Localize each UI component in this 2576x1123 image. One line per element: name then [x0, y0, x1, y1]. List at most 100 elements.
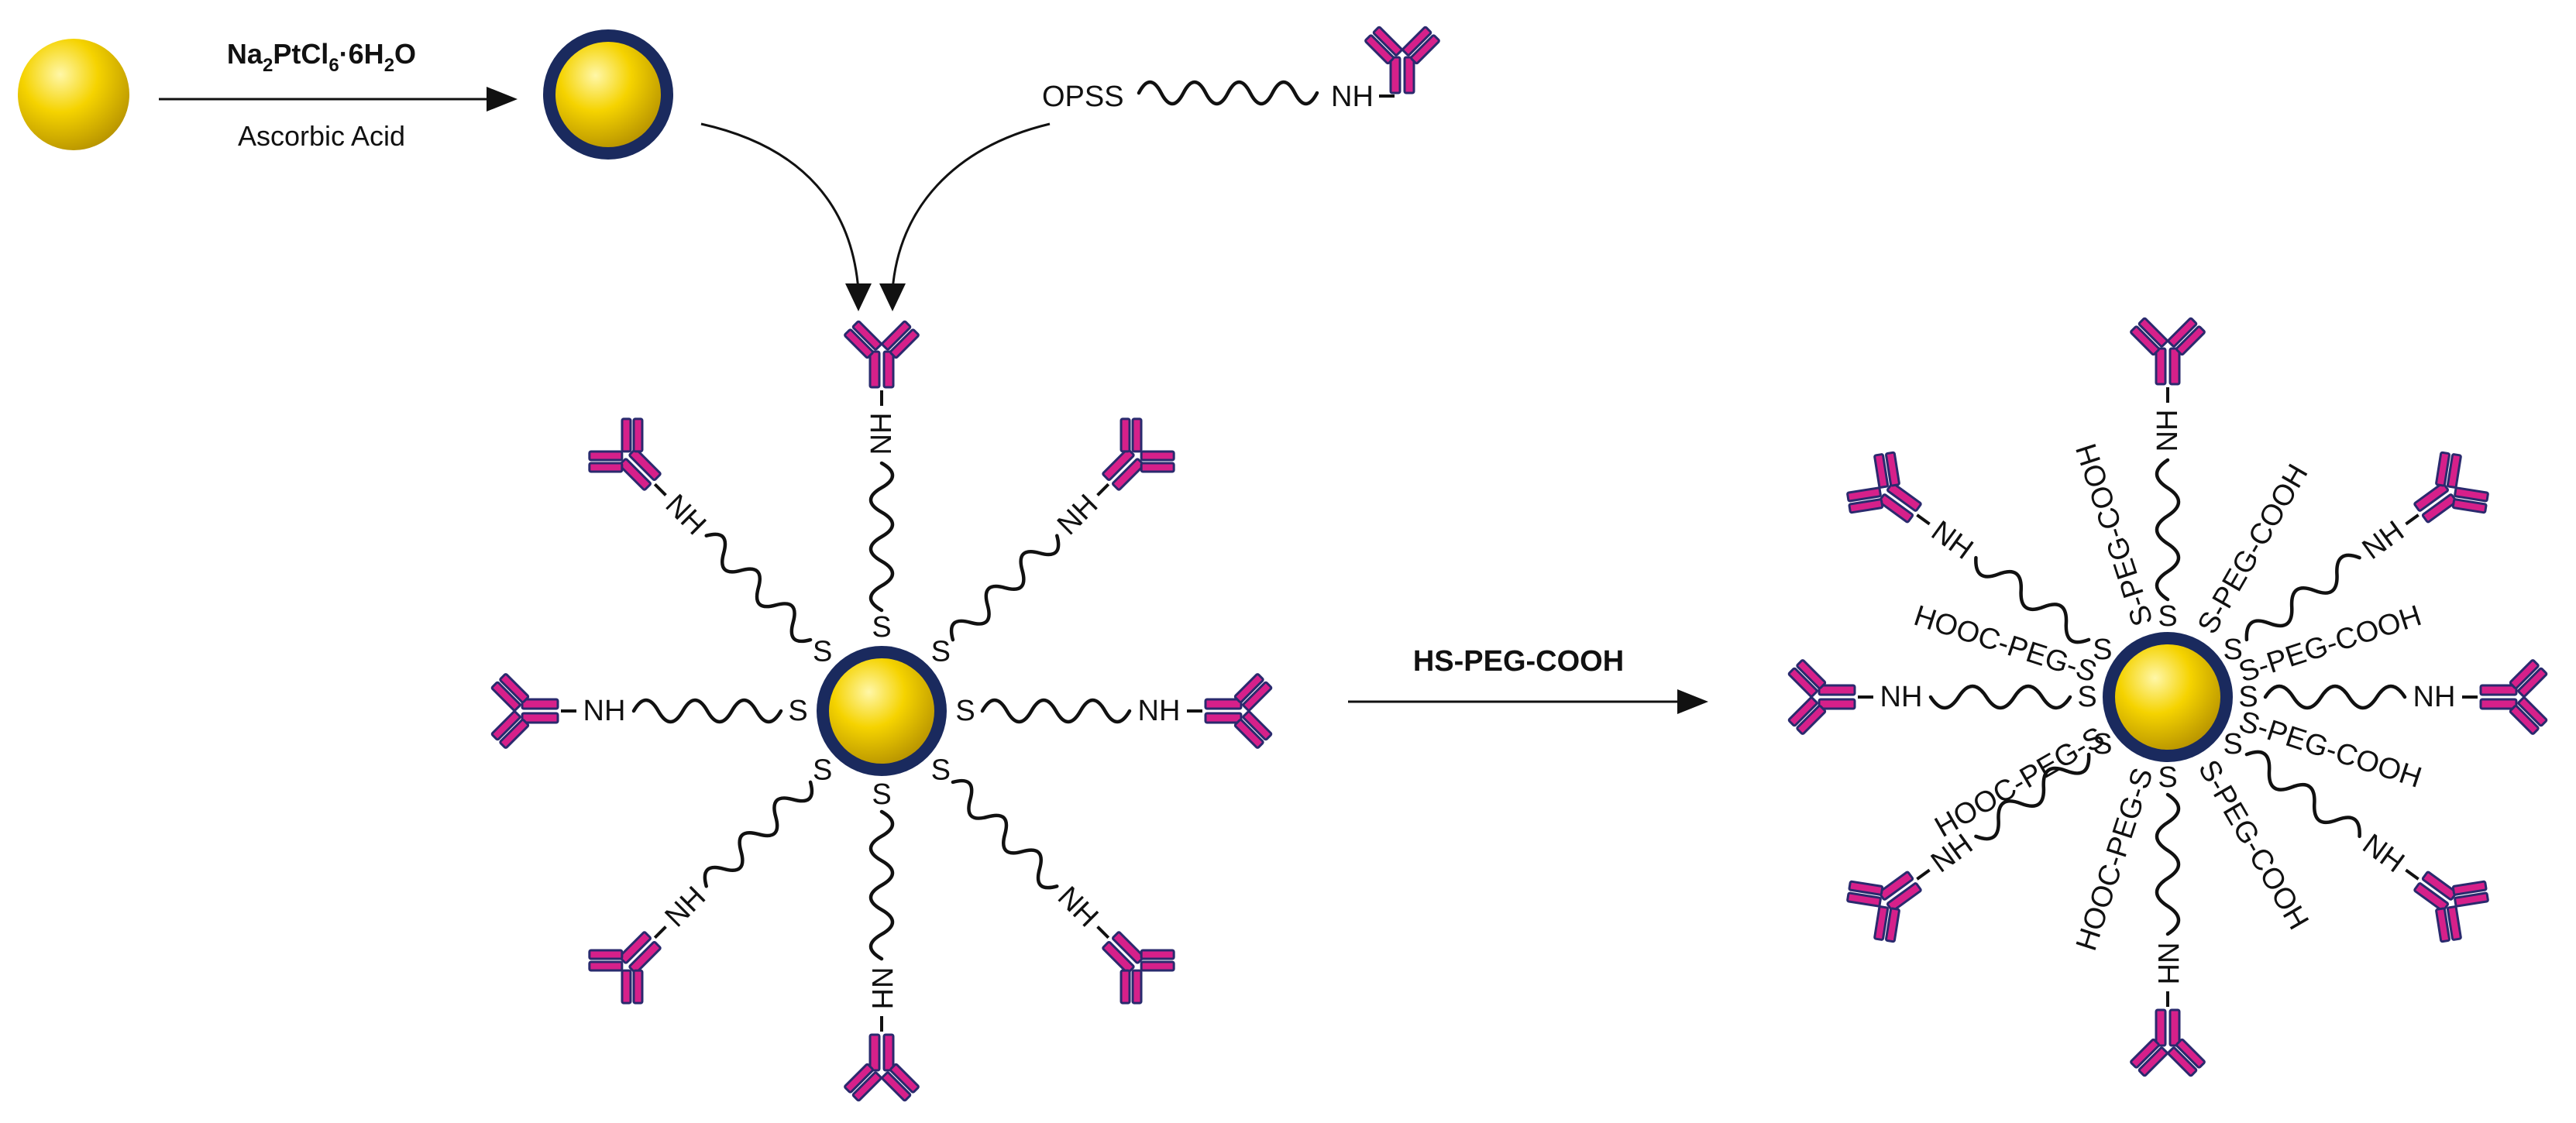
sulfur-label: S	[872, 778, 891, 811]
sulfur-label: S	[2223, 728, 2242, 761]
antibody-icon	[843, 1033, 920, 1103]
antibody-icon	[2129, 1008, 2206, 1078]
sulfur-label: S	[2158, 761, 2177, 794]
antibody-arm: S NH	[931, 754, 1185, 1015]
antibody-icon	[843, 319, 920, 389]
linker-nh-label: NH	[1331, 81, 1374, 113]
amine-label: NH	[583, 695, 626, 727]
antibody-arm: S NH	[2238, 658, 2549, 736]
amide-bond	[1916, 868, 1931, 881]
peg-chain	[868, 809, 895, 961]
amide-bond	[653, 926, 667, 939]
peg-chain	[951, 778, 1059, 890]
curved-arrow-right	[891, 122, 1051, 291]
sulfur-label: S	[813, 754, 832, 786]
peg-chain	[980, 698, 1132, 724]
sulfur-label: S	[2077, 681, 2096, 713]
peg-chain	[2155, 792, 2181, 936]
antibody-arm: S NH	[578, 407, 832, 668]
peg-chain	[2244, 553, 2361, 642]
antibody-icon	[1838, 849, 1938, 952]
antibody-arm: S NH	[490, 672, 808, 750]
peg-cooh-label: HOOC-PEG-S	[1930, 721, 2110, 844]
peg-chain	[703, 780, 814, 888]
peg-chain	[868, 461, 895, 613]
peg-cooh-arm: S-PEG-COOH	[2192, 459, 2315, 640]
step1-arrowhead	[487, 87, 518, 112]
peg-cooh-arm: S-PEG-COOH	[2192, 754, 2315, 935]
sulfur-label: S	[813, 636, 832, 668]
antibody-icon	[2479, 658, 2549, 736]
peg-chain	[2263, 684, 2407, 710]
sulfur-label: S	[872, 611, 891, 644]
amine-label: NH	[865, 413, 898, 455]
peg-cooh-label: S-PEG-COOH	[2070, 439, 2160, 630]
curved-arrow-left	[700, 122, 860, 291]
sulfur-label: S	[788, 695, 807, 727]
peg-cooh-label: S-PEG-COOH	[2235, 705, 2426, 795]
antibody-icon	[2398, 442, 2498, 545]
peg-chain	[704, 532, 813, 644]
step2-arrowhead	[1677, 689, 1708, 714]
peg-cooh-arm: HOOC-PEG-S	[2070, 764, 2160, 955]
peg-cooh-arm: S-PEG-COOH	[2235, 705, 2426, 795]
amine-label: NH	[865, 967, 898, 1010]
antibody-icon	[1204, 672, 1274, 750]
amine-label: NH	[2357, 828, 2410, 879]
step2-reagent: HS-PEG-COOH	[1413, 645, 1624, 678]
gold-core	[2115, 644, 2220, 750]
peg-cooh-arm: HOOC-PEG-S	[1910, 599, 2100, 689]
amine-label: NH	[2357, 515, 2410, 566]
curved-arrow-right-head	[879, 283, 906, 311]
amine-label: NH	[2413, 681, 2456, 713]
sulfur-label: S	[955, 695, 975, 727]
peg-chain	[631, 698, 783, 724]
antibody-icon	[2129, 316, 2206, 386]
amide-bond	[1096, 926, 1110, 939]
antibody-icon	[1787, 658, 1856, 736]
curved-arrow-left-head	[845, 283, 872, 311]
amide-bond	[2405, 513, 2420, 526]
peg-chain	[1974, 555, 2091, 644]
antibody-arm: S NH	[955, 672, 1274, 750]
sulfur-label: S	[2238, 681, 2258, 713]
peg-chain	[949, 534, 1061, 642]
amine-label: NH	[2151, 943, 2184, 985]
peg-cooh-label: S-PEG-COOH	[2192, 459, 2315, 640]
amide-bond	[653, 483, 667, 496]
peg-cooh-arm: S-PEG-COOH	[2070, 439, 2160, 630]
amine-label: NH	[659, 489, 713, 542]
antibody-icon	[490, 672, 559, 750]
antibody-arm: S NH	[2129, 761, 2206, 1078]
peg-cooh-arm: HOOC-PEG-S	[1930, 721, 2110, 844]
amine-label: NH	[1880, 681, 1923, 713]
peg-chain	[2244, 750, 2361, 839]
antibody-arm: SNH	[931, 407, 1185, 668]
peg-chain	[1928, 684, 2072, 710]
amine-label: NH	[1051, 881, 1105, 934]
amine-label: NH	[1138, 695, 1181, 727]
sulfur-label: S	[2093, 634, 2112, 666]
amide-bond	[2405, 868, 2420, 881]
antibody-icon	[2398, 849, 2498, 952]
gold-nanoparticle-icon	[18, 39, 129, 150]
amine-label: NH	[659, 881, 713, 934]
amide-bond	[1096, 483, 1110, 496]
sulfur-label: S	[931, 754, 951, 786]
gold-core	[829, 658, 934, 764]
step1-condition: Ascorbic Acid	[238, 120, 405, 152]
peg-cooh-label: HOOC-PEG-S	[2070, 764, 2160, 955]
amide-bond	[1916, 513, 1931, 526]
antibody-arm: SNH	[2129, 316, 2206, 633]
peg-cooh-label: S-PEG-COOH	[2192, 754, 2315, 935]
antibody-arm: S NH	[1787, 658, 2097, 736]
peg-chain	[1974, 752, 2091, 841]
antibody-icon	[1364, 25, 1441, 94]
antibody-arm: S NH	[578, 754, 832, 1015]
antibody-arm: S NH	[843, 319, 920, 644]
pt-coated-nanoparticle-icon	[543, 29, 673, 160]
linker-wavy-chain	[1137, 80, 1319, 106]
peg-cooh-label: S-PEG-COOH	[2235, 599, 2426, 689]
